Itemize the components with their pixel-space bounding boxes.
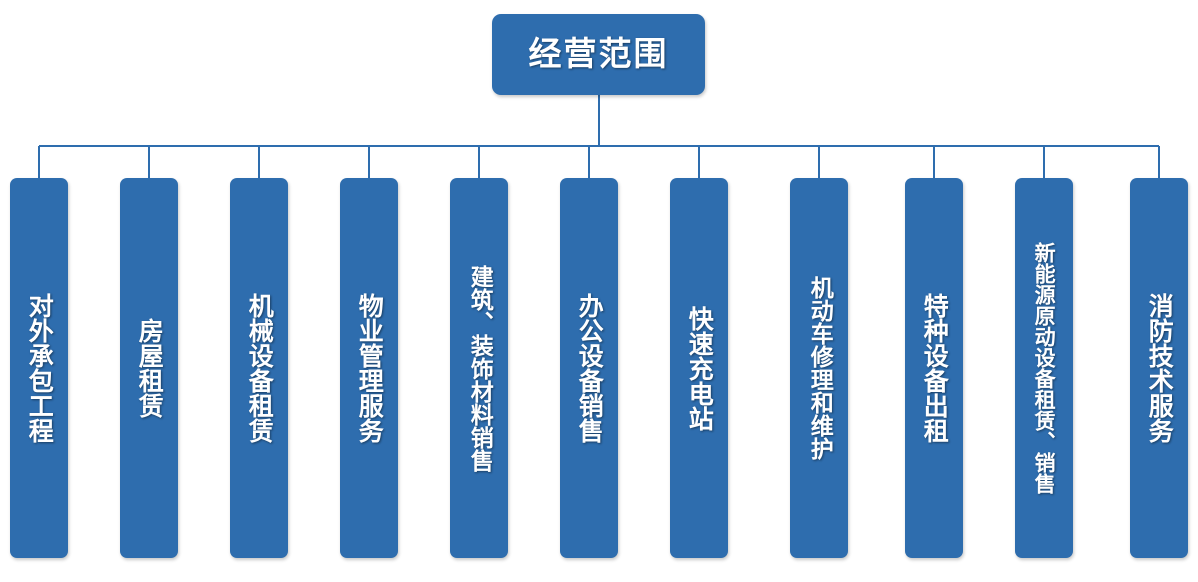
node-root-label: 经营范围 <box>528 34 669 74</box>
node-child-label: 建筑、装饰材料销售 <box>466 264 493 472</box>
node-child-5[interactable]: 建筑、装饰材料销售 <box>450 178 508 558</box>
node-child-label: 消防技术服务 <box>1145 293 1175 443</box>
node-child-label: 特种设备出租 <box>920 293 950 443</box>
node-child-2[interactable]: 房屋租赁 <box>120 178 178 558</box>
node-child-label: 新能源原动设备租赁、销售 <box>1032 242 1057 494</box>
node-child-label: 办公设备销售 <box>575 293 605 443</box>
node-child-7[interactable]: 快速充电站 <box>670 178 728 558</box>
node-child-label: 机械设备租赁 <box>245 293 275 443</box>
node-child-10[interactable]: 新能源原动设备租赁、销售 <box>1015 178 1073 558</box>
node-child-8[interactable]: 机动车修理和维护 <box>790 178 848 558</box>
node-root[interactable]: 经营范围 <box>492 14 705 95</box>
node-child-11[interactable]: 消防技术服务 <box>1130 178 1188 558</box>
node-child-label: 对外承包工程 <box>25 293 55 443</box>
node-child-label: 快速充电站 <box>685 305 715 431</box>
node-child-label: 机动车修理和维护 <box>806 276 833 460</box>
node-child-6[interactable]: 办公设备销售 <box>560 178 618 558</box>
node-child-9[interactable]: 特种设备出租 <box>905 178 963 558</box>
node-child-1[interactable]: 对外承包工程 <box>10 178 68 558</box>
node-child-label: 物业管理服务 <box>355 293 385 443</box>
node-child-4[interactable]: 物业管理服务 <box>340 178 398 558</box>
node-child-label: 房屋租赁 <box>135 318 165 418</box>
node-child-3[interactable]: 机械设备租赁 <box>230 178 288 558</box>
